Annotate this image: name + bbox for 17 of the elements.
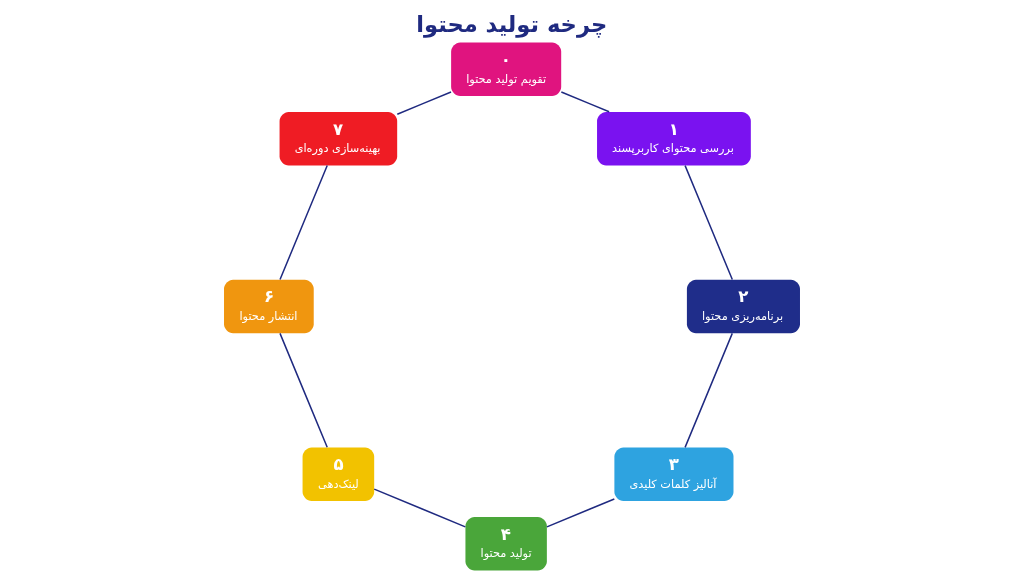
node-box: ۵ لینک‌دهی bbox=[302, 447, 375, 501]
node-box: ۳ آنالیز کلمات کلیدی bbox=[614, 447, 734, 501]
connector bbox=[279, 332, 328, 449]
node-box: ۱ بررسی محتوای کاربرپسند bbox=[597, 111, 751, 166]
node-box: ۴ تولید محتوا bbox=[465, 517, 547, 571]
connector bbox=[560, 91, 610, 113]
diagram-title: چرخه تولید محتوا bbox=[416, 10, 608, 37]
node-box: ۶ انتشار محتوا bbox=[224, 279, 314, 334]
connector bbox=[373, 488, 467, 528]
connector bbox=[279, 164, 328, 281]
node-box: ۰ تقویم تولید محتوا bbox=[451, 42, 562, 96]
connector bbox=[684, 332, 734, 449]
node-box: ۷ بهینه‌سازی دوره‌ای bbox=[279, 111, 398, 166]
connector bbox=[546, 498, 616, 528]
connector bbox=[684, 164, 734, 281]
connector bbox=[396, 91, 452, 116]
node-box: ۲ برنامه‌ریزی محتوا bbox=[686, 279, 800, 334]
